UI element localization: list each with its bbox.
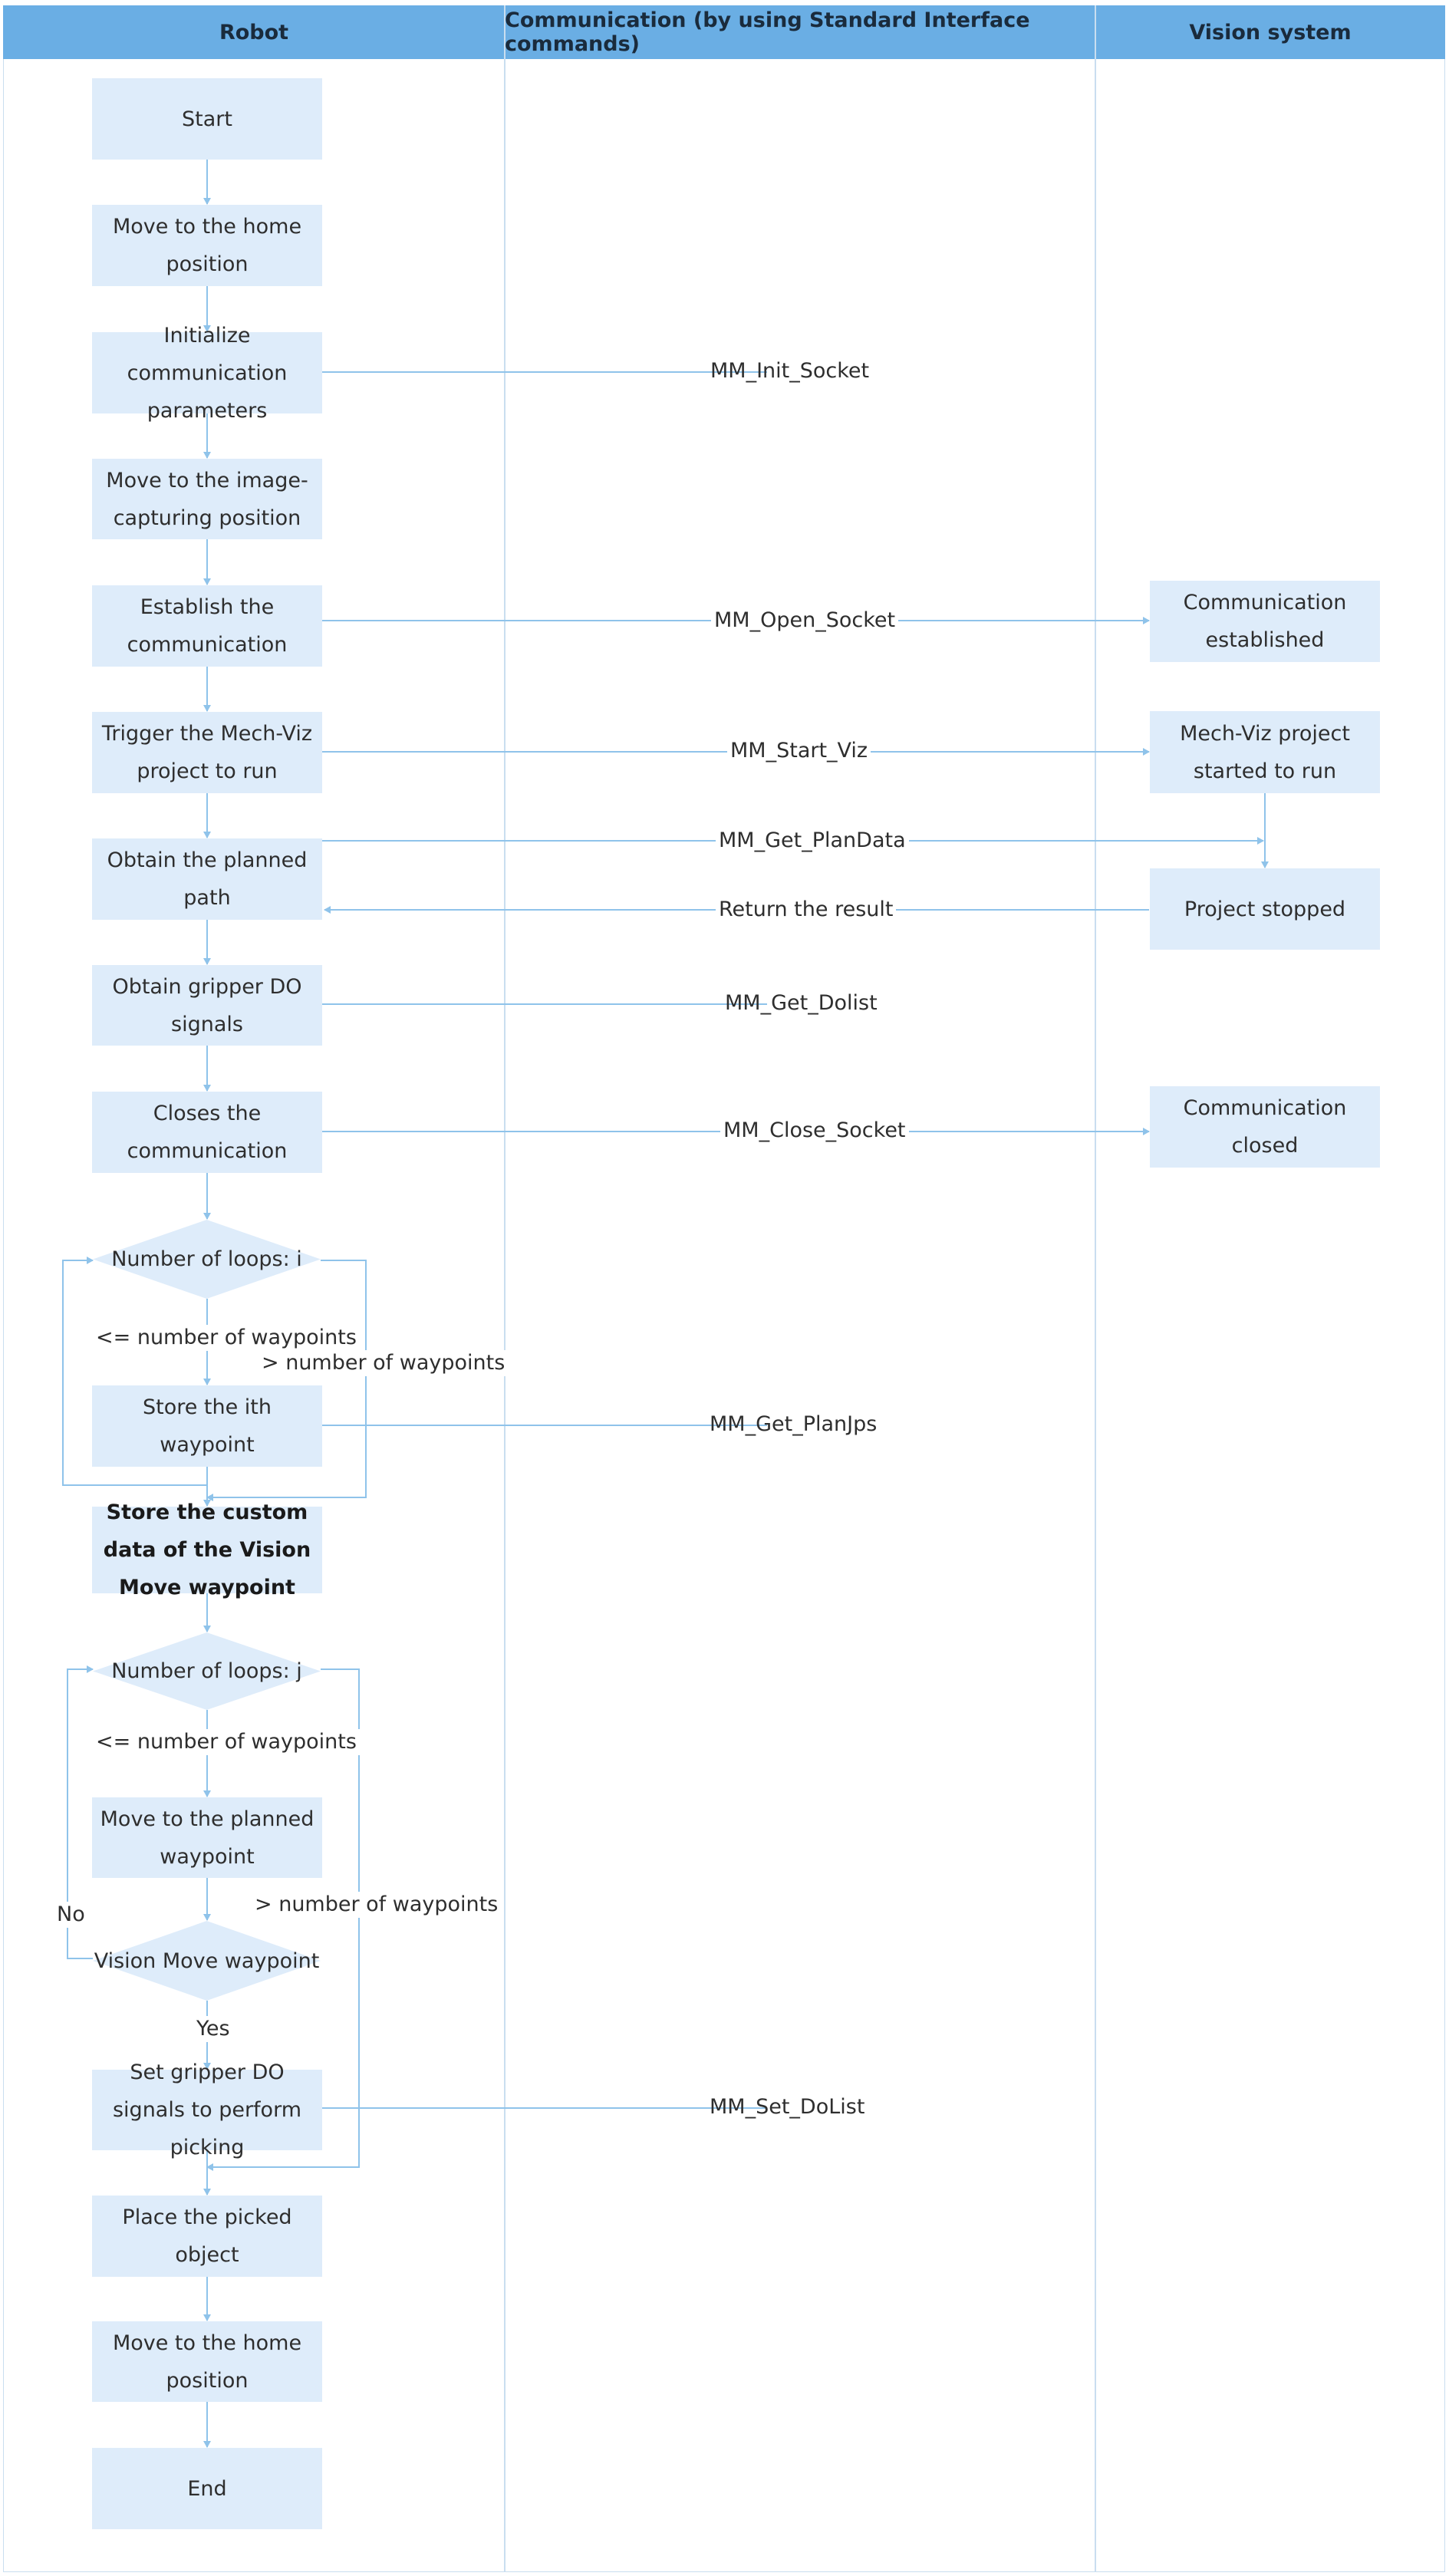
lane-divider (504, 5, 506, 2572)
node-comm-closed: Communication closed (1150, 1086, 1380, 1168)
command-close-socket: MM_Close_Socket (720, 1118, 909, 1144)
node-move-planned: Move to the planned waypoint (92, 1797, 322, 1878)
node-obtain-do: Obtain gripper DO signals (92, 965, 322, 1046)
decision-loop-j-label: Number of loops: j (111, 1659, 302, 1683)
branch-label-gt-j: > number of waypoints (252, 1892, 502, 1918)
node-init-comm: Initialize communication parameters (92, 324, 322, 423)
decision-loop-i: Number of loops: i (93, 1220, 321, 1299)
lane-divider (1095, 5, 1096, 2572)
decision-loop-i-label: Number of loops: i (111, 1247, 302, 1271)
node-viz-started: Mech-Viz project started to run (1150, 711, 1380, 793)
node-start: Start (92, 78, 322, 160)
command-return-result: Return the result (716, 897, 897, 923)
node-project-stopped: Project stopped (1150, 868, 1380, 950)
node-close-comm: Closes the communication (92, 1092, 322, 1173)
decision-vision-move-label: Vision Move waypoint (94, 1948, 320, 1973)
branch-label-gt-i: > number of waypoints (259, 1350, 509, 1376)
node-establish-comm: Establish the communication (92, 585, 322, 667)
loop-exit-arrow-i (206, 1260, 367, 1501)
node-move-home-end: Move to the home position (92, 2321, 322, 2402)
node-set-do: Set gripper DO signals to perform pickin… (92, 2060, 322, 2159)
node-place-object: Place the picked object (92, 2196, 322, 2277)
command-open-socket: MM_Open_Socket (711, 608, 899, 634)
decision-vision-move: Vision Move waypoint (93, 1921, 321, 2001)
lane-title-vision: Vision system (1189, 20, 1352, 44)
swimlane-header (3, 5, 1445, 59)
loop-back-arrow-i (62, 1257, 208, 1486)
node-obtain-path: Obtain the planned path (92, 838, 322, 920)
command-get-plandata: MM_Get_PlanData (716, 828, 909, 854)
branch-label-yes: Yes (193, 2016, 233, 2042)
node-end: End (92, 2448, 322, 2529)
command-init-socket: MM_Init_Socket (710, 359, 870, 383)
decision-loop-j: Number of loops: j (93, 1632, 321, 1710)
command-get-dolist: MM_Get_Dolist (725, 991, 878, 1015)
command-start-viz: MM_Start_Viz (727, 738, 871, 764)
branch-label-no: No (54, 1902, 88, 1928)
lane-title-robot: Robot (219, 20, 289, 44)
loop-exit-arrow-j (206, 1668, 360, 2171)
node-move-home: Move to the home position (92, 205, 322, 286)
branch-label-le-j: <= number of waypoints (93, 1729, 360, 1755)
node-move-capture: Move to the image-capturing position (92, 459, 322, 539)
node-comm-established: Communication established (1150, 581, 1380, 662)
command-get-planjps: MM_Get_PlanJps (710, 1412, 878, 1436)
loop-back-arrow-j (67, 1665, 94, 1959)
node-store-waypoint: Store the ith waypoint (92, 1385, 322, 1467)
command-set-dolist: MM_Set_DoList (710, 2095, 865, 2119)
branch-label-le-i: <= number of waypoints (93, 1325, 360, 1351)
node-store-custom: Store the custom data of the Vision Move… (92, 1500, 322, 1599)
node-trigger-viz: Trigger the Mech-Viz project to run (92, 712, 322, 793)
lane-title-communication: Communication (by using Standard Interfa… (505, 8, 1030, 56)
